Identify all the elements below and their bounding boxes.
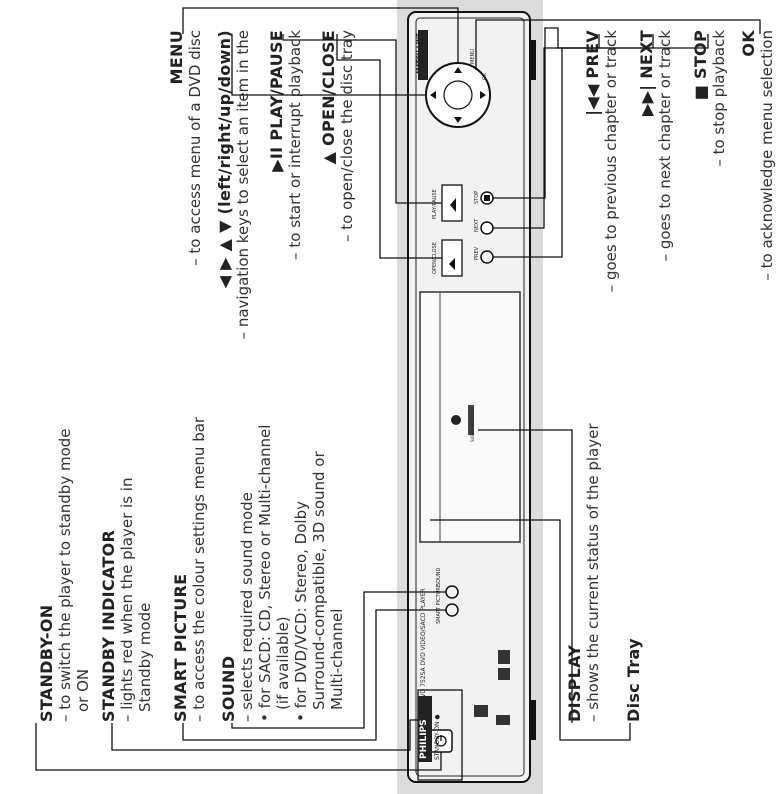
label-sound: SOUND – selects required sound mode • fo… <box>219 424 346 722</box>
sound-desc-3: (if available) <box>274 616 292 710</box>
label-next: ▶▶| NEXT – goes to next chapter or track <box>637 30 674 262</box>
ok-title: OK <box>739 30 758 57</box>
nav-desc: – navigation keys to select an item in t… <box>234 30 252 340</box>
label-smart-picture: SMART PICTURE – to access the colour set… <box>171 416 208 722</box>
standby-on-title: STANDBY-ON <box>37 604 56 722</box>
display-desc: – shows the current status of the player <box>584 423 602 722</box>
standby-on-desc-2: or ON <box>74 668 92 712</box>
sound-desc-2: • for SACD: CD, Stereo or Multi-channel <box>256 424 274 722</box>
device-logo-text: MATCH LINE <box>416 33 423 74</box>
next-desc: – goes to next chapter or track <box>656 30 674 262</box>
device-sound-label: SOUND <box>436 567 442 586</box>
label-menu: MENU – to access menu of a DVD disc <box>167 30 204 266</box>
sound-desc-4: • for DVD/VCD: Stereo, Dolby <box>292 501 310 722</box>
device-ok-label: OK <box>482 72 488 80</box>
standby-on-desc-1: – to switch the player to standby mode <box>56 428 74 722</box>
label-nav: ◀ ▶ ▲ ▼ (left/right/up/down) – navigatio… <box>215 30 252 340</box>
sound-desc-1: – selects required sound mode <box>238 492 256 722</box>
next-title: ▶▶| NEXT <box>637 30 656 116</box>
sound-desc-6: Multi-channel <box>328 608 346 710</box>
device-smart-picture-label: SMART PICTURE <box>436 584 442 624</box>
menu-desc: – to access menu of a DVD disc <box>186 30 204 266</box>
device-open-close-label: OPEN/CLOSE <box>432 242 438 274</box>
device-stop-label: STOP <box>474 190 480 204</box>
device-next-label: NEXT <box>474 218 480 232</box>
smart-picture-desc: – to access the colour settings menu bar <box>190 416 208 722</box>
prev-desc: – goes to previous chapter or track <box>602 30 620 293</box>
device-model-text: DVD 752SA DVD VIDEO/SACD PLAYER <box>420 588 427 702</box>
stop-title: ■ STOP <box>691 30 710 101</box>
standby-indicator-desc-2: Standby mode <box>136 602 154 712</box>
display-title: DISPLAY <box>565 644 584 722</box>
device-standby-label: STANDBY-ON ● <box>434 714 441 760</box>
menu-title: MENU <box>167 30 186 85</box>
open-close-desc: – to open/close the disc tray <box>338 30 356 243</box>
label-disc-tray: Disc Tray <box>624 638 643 722</box>
stop-desc: – to stop playback <box>710 30 728 167</box>
device-sacd-label: SUPER AUDIO CD <box>470 407 475 442</box>
sacd-logo <box>451 415 461 425</box>
standby-indicator-title: STANDBY INDICATOR <box>99 529 118 722</box>
match-line-logo <box>418 30 428 80</box>
label-open-close: ▲ OPEN/CLOSE – to open/close the disc tr… <box>319 30 356 243</box>
label-stop: ■ STOP – to stop playback <box>691 30 728 167</box>
sound-title: SOUND <box>219 655 238 722</box>
prev-title: |◀◀ PREV <box>583 30 602 116</box>
sound-desc-5: Surround-compatible, 3D sound or <box>310 451 328 710</box>
play-pause-title: ▶II PLAY/PAUSE <box>267 30 286 172</box>
nav-title: ◀ ▶ ▲ ▼ (left/right/up/down) <box>215 30 234 289</box>
label-ok: OK – to acknowledge menu selection <box>739 30 776 281</box>
label-standby-on: STANDBY-ON – to switch the player to sta… <box>37 428 92 722</box>
open-close-title: ▲ OPEN/CLOSE <box>319 30 338 165</box>
device-menu-label: MENU <box>470 49 476 64</box>
standby-indicator-desc-1: – lights red when the player is in <box>118 477 136 722</box>
play-pause-desc: – to start or interrupt playback <box>286 30 304 260</box>
label-standby-indicator: STANDBY INDICATOR – lights red when the … <box>99 477 154 722</box>
label-prev: |◀◀ PREV – goes to previous chapter or t… <box>583 30 620 293</box>
device-prev-label: PREV <box>474 246 480 260</box>
device-brand: PHILIPS <box>418 716 430 762</box>
disc-tray-title: Disc Tray <box>624 638 643 722</box>
device-play-pause-label: PLAY/PAUSE <box>432 189 438 219</box>
label-display: DISPLAY – shows the current status of th… <box>565 423 602 722</box>
label-play-pause: ▶II PLAY/PAUSE – to start or interrupt p… <box>267 30 304 260</box>
smart-picture-title: SMART PICTURE <box>171 573 190 722</box>
ok-desc: – to acknowledge menu selection <box>758 30 776 281</box>
